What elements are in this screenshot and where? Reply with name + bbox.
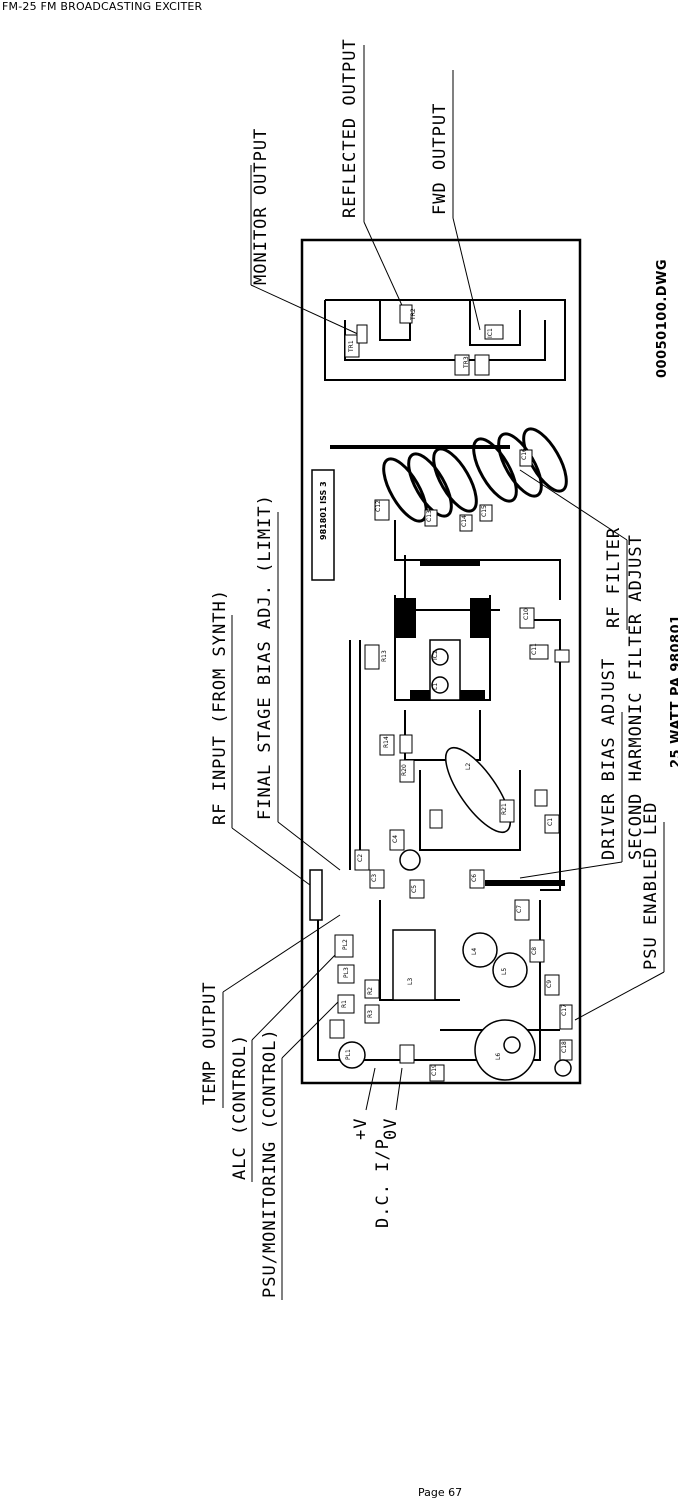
component-label: C15 (481, 505, 488, 517)
component-label: R21 (501, 803, 508, 815)
label-board-name: 25 WATT PA 980801 (669, 614, 678, 768)
component-label: C10 (523, 608, 530, 620)
tr1-package (445, 747, 511, 833)
component-label: TR1 (348, 340, 355, 353)
component-label: L5 (501, 968, 508, 975)
component-label: TR3 (463, 356, 470, 369)
component-label: PL1 (345, 1049, 352, 1060)
component-label: C7 (516, 905, 523, 913)
label-rf-input: RF INPUT (FROM SYNTH) (210, 589, 230, 825)
component-label: R14 (383, 736, 390, 748)
component-label: L3 (407, 978, 414, 985)
component-label: L6 (495, 1053, 502, 1060)
label-psu-monitoring: PSU/MONITORING (CONTROL) (260, 1028, 280, 1298)
component-label: L4 (471, 948, 478, 955)
ic2-package (392, 929, 436, 1001)
board-id-box (311, 469, 335, 581)
component-label: C19 (431, 1064, 438, 1076)
component-label: C3 (371, 874, 378, 882)
label-board-id: 981801 ISS 3 (319, 481, 328, 540)
label-alc-control: ALC (CONTROL) (230, 1034, 250, 1180)
component-label: C4 (392, 835, 399, 843)
component-label: PL2 (342, 939, 349, 950)
component-label: C1 (547, 818, 554, 826)
component-label: R20 (401, 764, 408, 776)
page-number: Page 67 (418, 1486, 463, 1499)
component-label: C9 (546, 980, 553, 988)
component-label: C8 (531, 947, 538, 955)
component-label: C2 (357, 854, 364, 862)
label-rf-filter: RF FILTER (604, 527, 624, 628)
label-final-stage-bias: FINAL STAGE BIAS ADJ. (LIMIT) (255, 494, 275, 820)
component-label: C14 (461, 515, 468, 527)
pl1-connector (309, 869, 323, 921)
component-label: TR2 (410, 308, 417, 321)
component-label: IC1 (487, 328, 494, 338)
pcb-outline (300, 238, 582, 1085)
component-label: C13 (426, 510, 433, 522)
component-label: C18 (561, 1041, 568, 1053)
component-label: R3 (367, 1010, 374, 1018)
component-label: PL3 (343, 967, 350, 978)
component-label: R13 (381, 650, 388, 662)
label-monitor-output: MONITOR OUTPUT (251, 128, 271, 285)
c27-capacitor (492, 952, 528, 988)
component-label: C11 (531, 643, 538, 655)
page-header: FM-25 FM BROADCASTING EXCITER (2, 0, 203, 13)
component-label: C6 (471, 874, 478, 882)
label-fwd-output: FWD OUTPUT (430, 103, 450, 215)
label-temp-output: TEMP OUTPUT (200, 981, 220, 1105)
component-label: L2 (465, 763, 472, 770)
component-label: C16 (521, 448, 528, 460)
component-label: IC2 (432, 650, 439, 660)
component-label: R2 (367, 987, 374, 995)
label-zero-v: 0V (381, 1118, 401, 1140)
c23-capacitor (338, 1041, 366, 1069)
component-label: R1 (341, 1000, 348, 1008)
component-label: C12 (375, 500, 382, 512)
component-label: C17 (561, 1004, 568, 1016)
label-driver-bias: DRIVER BIAS ADJUST (599, 658, 619, 860)
component-label: L1 (432, 683, 439, 690)
label-psu-enabled-led: PSU ENABLED LED (641, 801, 661, 970)
label-plus-v: +V (351, 1118, 371, 1140)
label-drawing-number: 00050100.DWG (655, 259, 670, 378)
label-dc-ip: D.C. I/P (373, 1138, 393, 1228)
label-second-harmonic: SECOND HARMONIC FILTER ADJUST (626, 534, 646, 860)
c26-capacitor (462, 932, 498, 968)
component-label: C5 (411, 885, 418, 893)
label-reflected-output: REFLECTED OUTPUT (340, 38, 360, 218)
